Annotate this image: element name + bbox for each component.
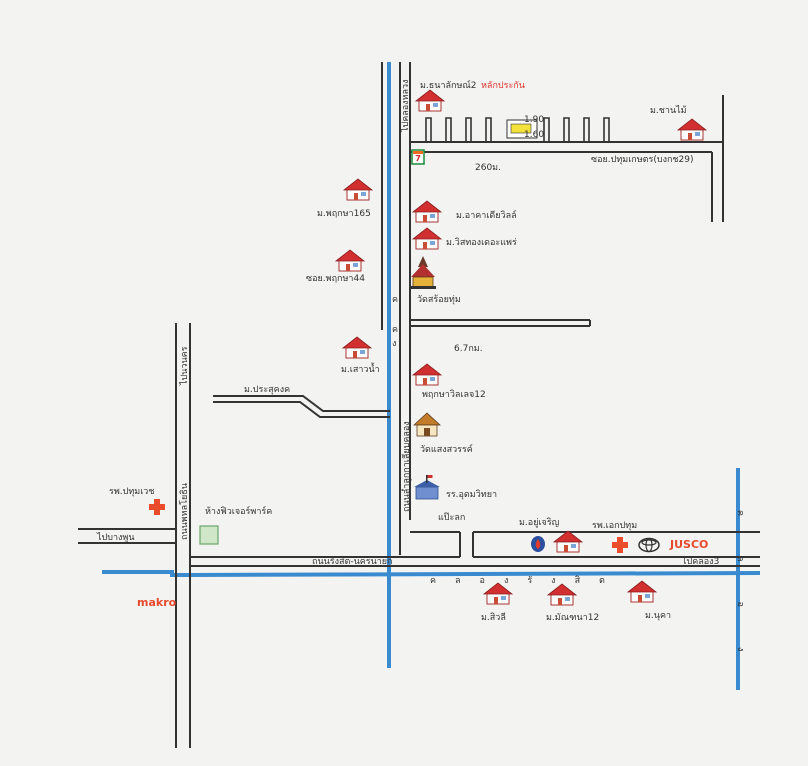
canal-right-label: คลอง [735,510,745,691]
house-icon-yuucharoen [553,530,583,553]
house-icon-suli [483,582,513,605]
label-to-klong-top: ไปคลองหลวง [400,80,411,133]
label-mall-future-park: ห้างฟิวเจอร์พาร์ค [205,505,272,517]
canal-rangsit-label: คลองรังสิต [430,575,624,586]
svg-text:1.60: 1.60 [524,130,544,140]
label-village-yuucharoen: ม.อยู่เจริญ [519,517,560,528]
house-icon-pruksa165 [343,178,373,201]
label-road-rangsit-nakhonnayok: ถนนรังสิต-นครนายก [312,556,393,567]
label-village-pruksaville12: พฤกษาวิลเลจ12 [422,389,486,400]
brand-makro: makro [137,596,177,609]
label-soi-pathumthani: ซอย.ปทุมเกษตร(บงกช29) [591,155,694,165]
roads [78,62,760,748]
property-marker: 1.90 1.60 [506,115,544,140]
label-lak-pragan: หลักประกัน [481,81,525,91]
label-wat-chaiphum: วัดสร้อยทุ่ม [417,294,461,305]
hospital-cross-icon-pathumvej [149,499,165,515]
label-village-suli: ม.สิวลี [481,612,506,623]
brand-jusco: JUSCO [669,538,708,551]
label-village-pratumkhong: ม.ประสุคงค [244,385,290,395]
soi-stubs [425,117,610,142]
label-to-khlong3: ไปคลอง3 [681,556,719,567]
label-to-bangphun: ไปบางพูน [96,532,135,543]
label-village-arcade: ม.อาคาเดียวิลล์ [456,209,517,221]
label-hosp-ekpathum: รพ.เอกปทุม [592,521,637,531]
seven-eleven-icon: 7 [411,149,425,165]
svg-text:คลองรังสิต: คลองรังสิต [430,575,624,586]
label-wat-saengsawan: วัดแสงสวรรค์ [420,443,473,455]
svg-text:7: 7 [415,154,421,163]
label-village-nukka: ม.นุคา [645,611,671,621]
label-hosp-pathumvej: รพ.ปทุมเวช [109,487,154,497]
label-village-wisthong: ม.วิสทองเดอะแพร่ [446,237,517,248]
svg-text:คลอง: คลอง [735,510,745,691]
school-icon [414,475,440,500]
canal-vertical-glyphs: ค ค ง [392,295,398,349]
label-village-thanalak: ม.ธนาลักษณ์2 [420,79,476,91]
svg-text:ค: ค [392,295,398,305]
toyota-logo-icon [638,537,660,553]
label-dist-260: 260ม. [475,163,501,173]
label-dist-67: 6.7กม. [454,344,483,354]
mall-icon-future-park [199,525,219,545]
label-pae-ruak: แป๊ะลก [438,512,465,523]
label-road-phahonyothin: ถนนพหลโยธิน [179,483,190,540]
label-village-saowanam: ม.เสาวน้ำ [341,362,380,375]
house-icon-monthon [547,583,577,606]
house-icon-arcade [412,200,442,223]
house-icon-thanalak [415,89,445,112]
hospital-cross-icon-ekpathum [612,537,628,553]
label-road-rangsit-klong: ถนนลำลูกกาเลียบคลอง [401,421,412,512]
temple-icon-chaiphum [410,256,436,289]
label-to-nawanakorn: ไปนวนคร [179,346,190,386]
house-icon-chanmai [677,118,707,141]
house-icon-pruksaville12 [412,363,442,386]
svg-text:ค: ค [392,325,398,335]
temple-icon-saengsawan [412,412,442,437]
canal-rangsit [102,570,761,577]
svg-text:1.90: 1.90 [524,115,544,125]
label-school-udom: รร.อุดมวิทยา [446,489,497,500]
house-icon-nukka [627,580,657,603]
label-soi-pruksa44: ซอย.พฤกษา44 [306,274,365,284]
label-village-pruksa165: ม.พฤกษา165 [317,209,371,219]
house-icon-saowanam [342,336,372,359]
svg-text:ง: ง [392,339,396,349]
house-icon-wisthong [412,227,442,250]
label-village-chanmai: ม.ชานไม้ [650,105,687,116]
house-icon-soi44 [335,249,365,272]
ptt-station-icon [531,536,545,552]
label-village-monthon12: ม.มัณฑนา12 [546,613,599,623]
